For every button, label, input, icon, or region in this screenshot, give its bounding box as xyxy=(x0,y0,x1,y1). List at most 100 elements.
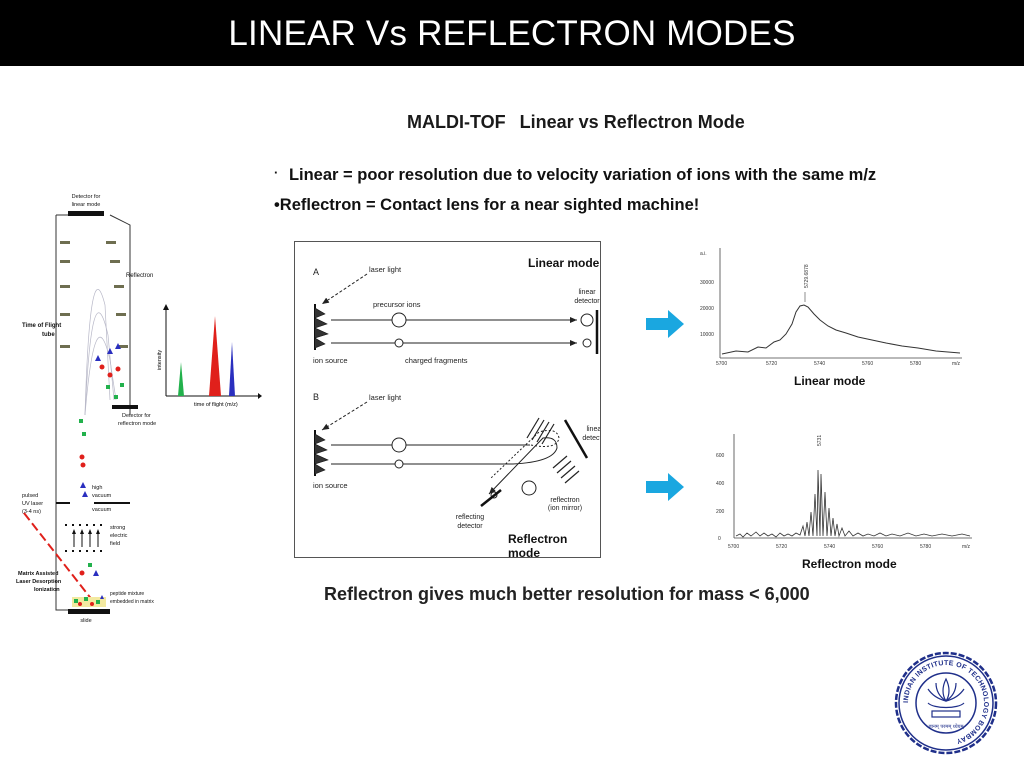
reflecting-detector-label-1: reflecting xyxy=(456,514,485,521)
reflecting-detector xyxy=(480,489,502,507)
subtitle-right: Linear vs Reflectron Mode xyxy=(519,112,745,132)
reflected-path-b xyxy=(331,437,558,495)
high-vacuum-label-1: high xyxy=(92,485,102,491)
reflectron-x-tick: 5700 xyxy=(728,544,739,550)
label-a: A xyxy=(313,267,319,277)
linear-spectrum-caption: Linear mode xyxy=(794,374,866,388)
high-vacuum-label-2: vacuum xyxy=(92,493,112,499)
laser-light-b: laser light xyxy=(369,393,402,402)
bullet-marker: • xyxy=(274,196,280,214)
arrow-to-linear-spectrum xyxy=(646,310,684,338)
tof-schematic: A laser light precursor ions linear dete… xyxy=(313,265,608,530)
reflectron-mirror-label-2: (ion mirror) xyxy=(548,505,582,512)
bullet-reflectron: •Reflectron = Contact lens for a near si… xyxy=(274,196,699,215)
reflectron-detector-plate xyxy=(112,405,138,409)
ion-trajectories xyxy=(84,289,117,416)
reflectron-peak-label: 5731 xyxy=(817,435,823,446)
arrow-to-reflectron-spectrum xyxy=(646,473,684,501)
laser-arrow-b xyxy=(321,401,368,431)
linear-trace xyxy=(721,304,961,355)
linear-detector-b-label-1: linear xyxy=(586,426,600,433)
reflectron-y-tick: 200 xyxy=(716,509,725,515)
tof-tube-label-2: tube xyxy=(42,332,55,338)
detector-linear-label-1: Detector for xyxy=(72,194,101,200)
tof-schematic-panel: A laser light precursor ions linear dete… xyxy=(294,241,608,560)
subtitle-left: MALDI-TOF xyxy=(407,112,506,132)
linear-detector-label-1: linear xyxy=(578,289,596,296)
label-b: B xyxy=(313,392,319,402)
peak-green xyxy=(178,362,184,396)
linear-x-tick: 5740 xyxy=(814,361,825,367)
reflectron-x-tick: 5720 xyxy=(776,544,787,550)
bullet-text: Reflectron = Contact lens for a near sig… xyxy=(279,196,700,214)
subtitle: MALDI-TOF Linear vs Reflectron Mode xyxy=(407,112,745,133)
laser-label-3: (3-4 ns) xyxy=(22,509,41,515)
reflectron-grid-upper xyxy=(526,417,555,445)
linear-detector-plate xyxy=(68,211,104,216)
detector-linear-label-2: linear mode xyxy=(72,202,101,208)
reflectron-spectrum-caption: Reflectron mode xyxy=(802,557,897,571)
charged-fragments-label: charged fragments xyxy=(405,356,468,365)
reflectron-mirror-label-1: reflectron xyxy=(550,497,579,504)
inset-xlabel: time of flight (m/z) xyxy=(194,402,238,408)
linear-x-unit: m/z xyxy=(952,361,961,367)
detector-reflectron-label-2: reflectron mode xyxy=(118,421,156,427)
field-label-1: strong xyxy=(110,525,125,531)
bullet-text: Linear = poor resolution due to velocity… xyxy=(288,166,877,184)
laser-label-2: UV laser xyxy=(22,501,43,507)
reflectron-trace xyxy=(735,469,971,538)
linear-detector-b-label-2: detector xyxy=(582,435,600,442)
lotus-emblem xyxy=(927,677,965,718)
electric-field xyxy=(65,524,105,552)
vacuum-label: vacuum xyxy=(92,507,112,513)
slide-plate xyxy=(68,609,110,614)
reflectron-y-tick: 400 xyxy=(716,481,725,487)
maldi-label-2: Laser Desorption xyxy=(16,579,62,585)
title-bar: LINEAR Vs REFLECTRON MODES xyxy=(0,0,1024,66)
reflectron-label: Reflectron xyxy=(126,273,153,279)
peak-blue xyxy=(229,342,235,396)
tof-tube-label-1: Time of Flight xyxy=(22,323,61,329)
schematic-reflectron-caption: Reflectron mode xyxy=(508,532,568,560)
precursor-ions-label: precursor ions xyxy=(373,300,421,309)
linear-detector-label-2: detector xyxy=(574,298,600,305)
linear-x-tick: 5780 xyxy=(910,361,921,367)
reflectron-y-tick: 600 xyxy=(716,453,725,459)
laser-beam xyxy=(23,512,97,606)
reflectron-y-tick: 0 xyxy=(718,536,721,542)
laser-label-1: pulsed xyxy=(22,493,38,499)
tof-peak-inset: intensity time of flight (m/z) xyxy=(157,304,262,408)
bullet-marker: · xyxy=(274,165,279,180)
linear-spectrum: a.i. 30000 20000 10000 5700 5720 5740 57… xyxy=(700,248,962,367)
linear-x-tick: 5720 xyxy=(766,361,777,367)
reflectron-spectrum: 600 400 200 0 5700 5720 5740 5760 5780 m… xyxy=(716,434,972,550)
ion-source-a: ion source xyxy=(313,356,348,365)
inset-ylabel: intensity xyxy=(157,350,163,370)
maldi-label-3: Ionization xyxy=(34,587,60,593)
detector-reflectron-label-1: Detector for xyxy=(122,413,151,419)
linear-x-tick: 5700 xyxy=(716,361,727,367)
bullet-linear: · Linear = poor resolution due to veloci… xyxy=(274,165,876,185)
linear-y-tick: 30000 xyxy=(700,280,714,286)
maldi-label-1: Matrix Assisted xyxy=(18,571,58,577)
tube-right-wall xyxy=(109,214,131,415)
field-label-3: field xyxy=(110,541,120,547)
iit-bombay-logo: INDIAN INSTITUTE OF TECHNOLOGY BOMBAY ज्… xyxy=(894,651,998,755)
peak-red xyxy=(209,316,221,396)
reflectron-x-unit: m/z xyxy=(962,544,971,550)
ions xyxy=(79,343,124,576)
ion-source-b: ion source xyxy=(313,481,348,490)
reflectron-x-tick: 5760 xyxy=(872,544,883,550)
linear-x-tick: 5760 xyxy=(862,361,873,367)
reflectron-grid-lower xyxy=(552,455,580,484)
linear-y-tick: 10000 xyxy=(700,332,714,338)
maldi-instrument-diagram: Detector for linear mode Reflectron Time… xyxy=(16,194,156,624)
ion-source-b-shape xyxy=(314,430,329,476)
matrix-spots xyxy=(72,595,106,607)
slide-label: slide xyxy=(80,618,91,624)
linear-peak-label: 5729.6878 xyxy=(804,264,810,288)
logo-motto: ज्ञानम् परमम् ध्येयम् xyxy=(929,723,965,730)
laser-light-a: laser light xyxy=(369,265,402,274)
reflecting-detector-label-2: detector xyxy=(457,523,483,530)
schematic-linear-caption: Linear mode xyxy=(528,256,600,270)
